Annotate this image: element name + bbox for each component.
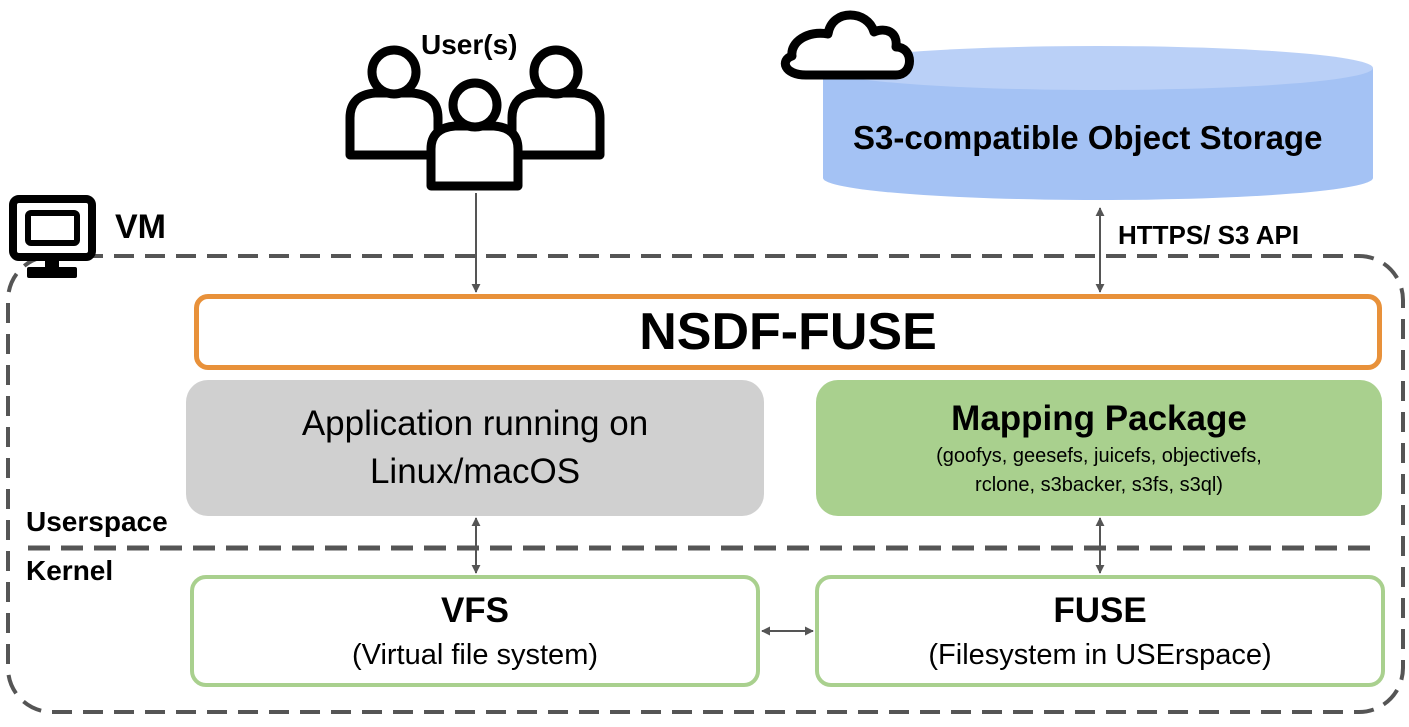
- vfs-title: VFS: [440, 591, 510, 630]
- fuse-box: FUSE (Filesystem in USErspace): [815, 575, 1385, 687]
- protocol-label: HTTPS/ S3 API: [1118, 220, 1300, 250]
- storage-cylinder: [823, 46, 1373, 200]
- mapping-packages-line-2: rclone, s3backer, s3fs, s3ql): [975, 474, 1223, 496]
- nsdf-fuse-box: NSDF-FUSE: [194, 294, 1382, 370]
- cylinder-body: [823, 68, 1373, 200]
- mapping-packages-line-1: (goofys, geesefs, juicefs, objectivefs,: [936, 445, 1262, 467]
- users-label: User(s): [421, 29, 518, 60]
- user-right-figure: [507, 45, 605, 160]
- kernel-label: Kernel: [26, 555, 114, 586]
- application-line-2: Linux/macOS: [369, 452, 581, 491]
- fuse-title: FUSE: [1053, 591, 1147, 630]
- mapping-package-title: Mapping Package: [951, 399, 1247, 438]
- nsdf-fuse-title: NSDF-FUSE: [639, 303, 937, 361]
- storage-label: S3-compatible Object Storage: [853, 119, 1323, 156]
- application-line-1: Application running on: [301, 404, 649, 443]
- user-left-figure: [345, 45, 443, 160]
- mapping-package-box: Mapping Package (goofys, geesefs, juicef…: [816, 380, 1382, 516]
- cloud-icon: [780, 10, 914, 80]
- monitor-icon: [9, 195, 96, 278]
- vfs-subtitle: (Virtual file system): [351, 639, 599, 671]
- vm-label: VM: [115, 208, 166, 246]
- vm-boundary: [6, 254, 1405, 714]
- user-center-figure: [426, 78, 523, 191]
- fuse-subtitle: (Filesystem in USErspace): [928, 639, 1272, 671]
- application-box: Application running on Linux/macOS: [186, 380, 764, 516]
- users-icon: [345, 45, 605, 191]
- userspace-label: Userspace: [26, 506, 168, 537]
- vfs-box: VFS (Virtual file system): [190, 575, 760, 687]
- cylinder-top: [823, 46, 1373, 90]
